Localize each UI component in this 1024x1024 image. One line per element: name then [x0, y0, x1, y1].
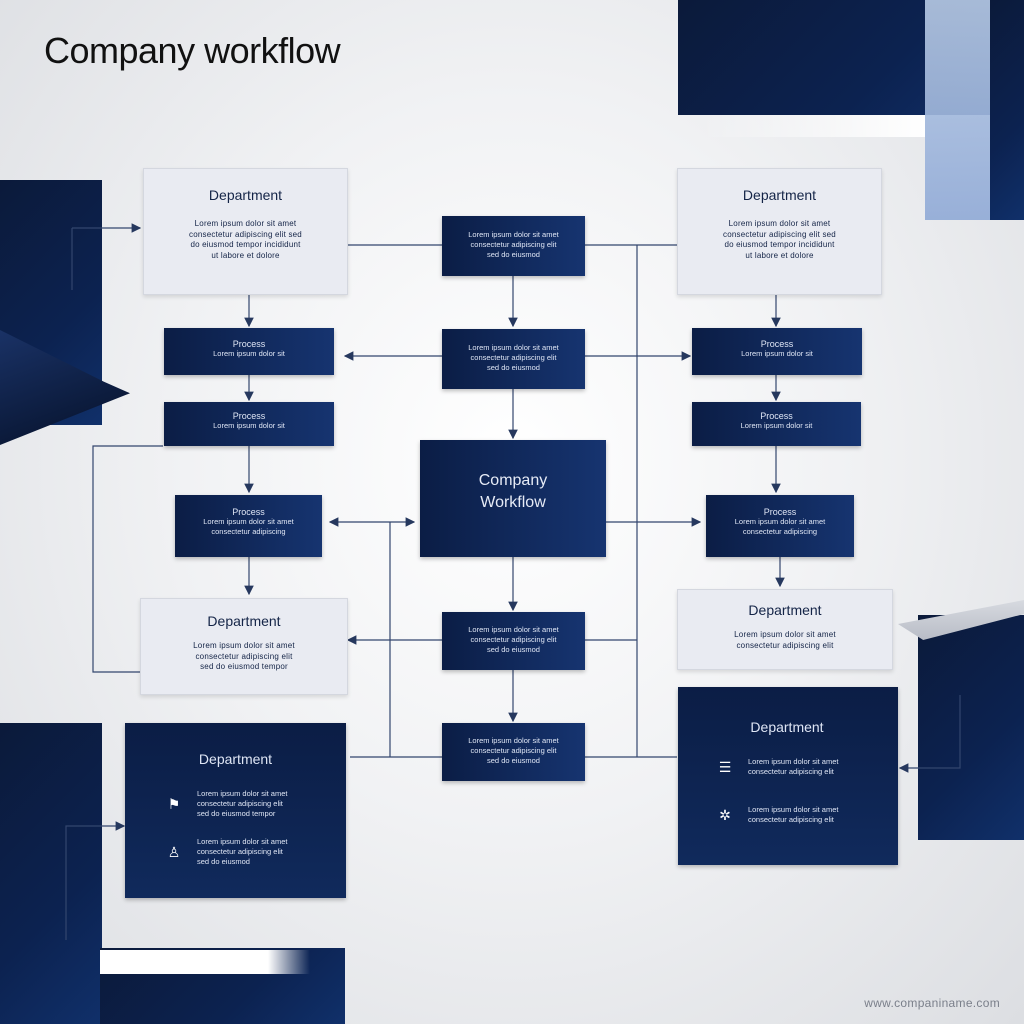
step-text: Lorem ipsum dolor sit — [740, 421, 813, 430]
center-step-4[interactable]: Lorem ipsum dolor sit amet consectetur a… — [442, 723, 585, 781]
step-text: Lorem ipsum dolor sit amet consectetur a… — [468, 736, 559, 765]
department-description: Lorem ipsum dolor sit amet consectetur a… — [734, 630, 836, 650]
department-title: Department — [742, 187, 817, 203]
right-step-3[interactable]: Process Lorem ipsum dolor sit amet conse… — [706, 495, 854, 557]
decor-right-bottom-block — [918, 615, 1024, 840]
step-text: Lorem ipsum dolor sit — [213, 349, 285, 358]
department-card-mid-right[interactable]: Department Lorem ipsum dolor sit amet co… — [677, 589, 893, 670]
department-card-top-right[interactable]: Department Lorem ipsum dolor sit amet co… — [677, 168, 882, 295]
department-title: Department — [750, 719, 824, 735]
decor-light-panel — [925, 0, 990, 220]
info-row-text: Lorem ipsum dolor sit amet consectetur a… — [197, 837, 288, 866]
center-step-1[interactable]: Lorem ipsum dolor sit amet consectetur a… — [442, 216, 585, 276]
step-text: Lorem ipsum dolor sit — [213, 421, 285, 430]
center-step-3[interactable]: Lorem ipsum dolor sit amet consectetur a… — [442, 612, 585, 670]
step-text: Lorem ipsum dolor sit amet consectetur a… — [468, 230, 559, 259]
right-step-1[interactable]: Process Lorem ipsum dolor sit — [692, 328, 862, 375]
step-title: Process — [760, 411, 793, 421]
department-card-bottom-left[interactable]: Department ⚑ Lorem ipsum dolor sit amet … — [125, 723, 346, 898]
center-node-label: Company Workflow — [478, 472, 548, 511]
step-title: Process — [232, 507, 265, 517]
step-title: Process — [232, 339, 266, 349]
info-row: ✲ Lorem ipsum dolor sit amet consectetur… — [716, 805, 872, 825]
info-row: ⚑ Lorem ipsum dolor sit amet consectetur… — [165, 789, 320, 819]
list-icon: ☰ — [718, 758, 732, 775]
step-title: Process — [763, 507, 797, 517]
department-title: Department — [207, 613, 281, 629]
decor-white-stripe — [700, 115, 925, 137]
step-title: Process — [232, 411, 266, 421]
step-title: Process — [760, 339, 794, 349]
info-row-text: Lorem ipsum dolor sit amet consectetur a… — [197, 789, 288, 818]
department-description: Lorem ipsum dolor sit amet consectetur a… — [189, 219, 302, 260]
decor-bottom-white-stripe — [100, 950, 310, 974]
right-step-2[interactable]: Process Lorem ipsum dolor sit — [692, 402, 861, 446]
step-text: Lorem ipsum dolor sit amet consectetur a… — [203, 517, 294, 536]
department-title: Department — [198, 751, 273, 767]
department-title: Department — [748, 602, 822, 618]
left-step-2[interactable]: Process Lorem ipsum dolor sit — [164, 402, 334, 446]
info-row: ☰ Lorem ipsum dolor sit amet consectetur… — [716, 757, 872, 777]
people-icon: ⚑ — [167, 795, 181, 812]
person-icon: ♙ — [167, 843, 181, 860]
department-description: Lorem ipsum dolor sit amet consectetur a… — [193, 641, 295, 671]
department-description: Lorem ipsum dolor sit amet consectetur a… — [723, 219, 836, 260]
department-title: Department — [208, 187, 283, 203]
decor-right-column — [990, 0, 1024, 220]
info-row-text: Lorem ipsum dolor sit amet consectetur a… — [748, 805, 839, 824]
info-row: ♙ Lorem ipsum dolor sit amet consectetur… — [165, 837, 320, 867]
department-card-mid-left[interactable]: Department Lorem ipsum dolor sit amet co… — [140, 598, 348, 695]
info-row-text: Lorem ipsum dolor sit amet consectetur a… — [748, 757, 839, 776]
step-text: Lorem ipsum dolor sit amet consectetur a… — [734, 517, 826, 536]
department-card-top-left[interactable]: Department Lorem ipsum dolor sit amet co… — [143, 168, 348, 295]
watermark-url: www.companiname.com — [864, 996, 1000, 1010]
network-icon: ✲ — [719, 806, 731, 823]
center-step-2[interactable]: Lorem ipsum dolor sit amet consectetur a… — [442, 329, 585, 389]
step-text: Lorem ipsum dolor sit amet consectetur a… — [468, 343, 559, 372]
left-step-1[interactable]: Process Lorem ipsum dolor sit — [164, 328, 334, 375]
center-node[interactable]: Company Workflow — [420, 440, 606, 557]
step-text: Lorem ipsum dolor sit amet consectetur a… — [468, 625, 559, 654]
decor-left-bottom-block — [0, 723, 102, 1024]
left-step-3[interactable]: Process Lorem ipsum dolor sit amet conse… — [175, 495, 322, 557]
step-text: Lorem ipsum dolor sit — [741, 349, 813, 358]
page-title: Company workflow — [44, 30, 341, 71]
department-card-bottom-right[interactable]: Department ☰ Lorem ipsum dolor sit amet … — [678, 687, 898, 865]
